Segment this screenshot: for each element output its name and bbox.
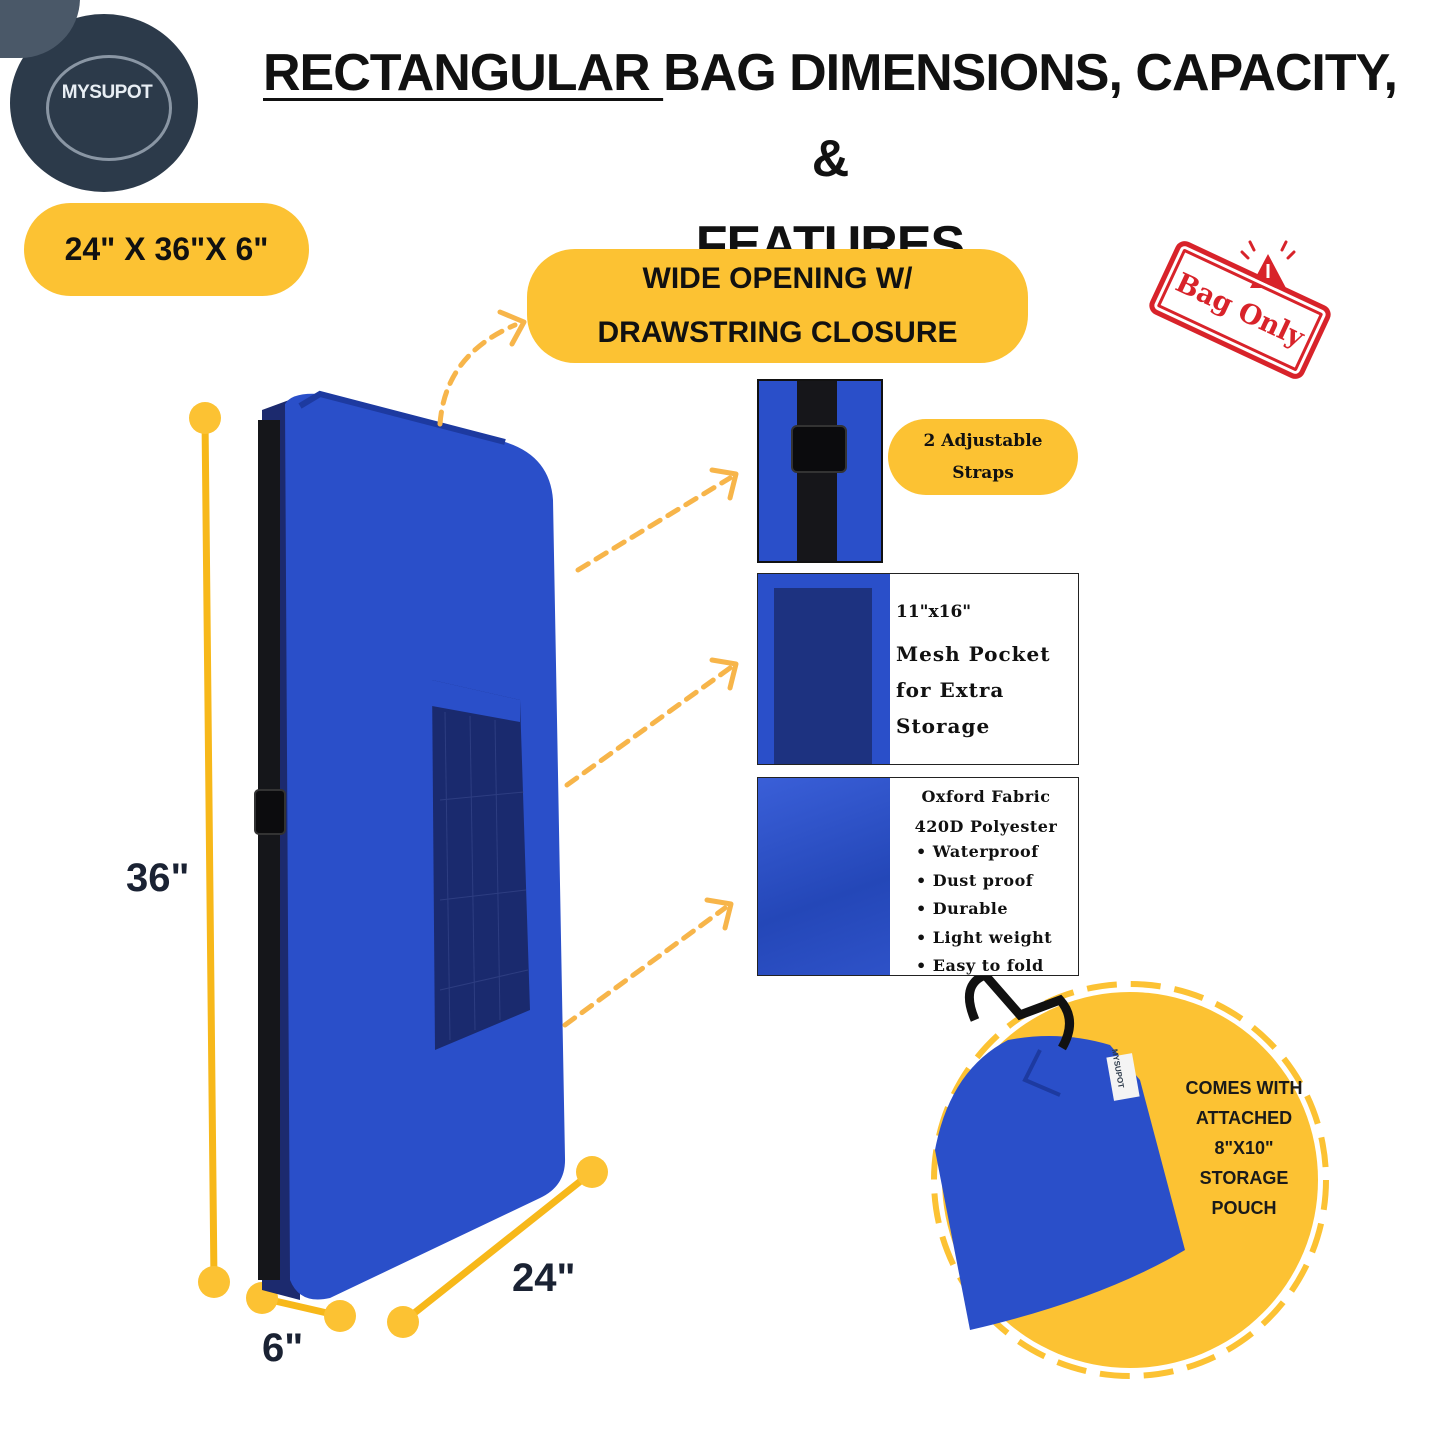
pouch-description: COMES WITH ATTACHED 8"X10" STORAGE POUCH — [1180, 1073, 1308, 1223]
arrow-straps — [575, 475, 733, 573]
width-dot-right — [576, 1156, 608, 1188]
arrow-opening — [437, 322, 518, 427]
page-title: RECTANGULAR BAG DIMENSIONS, CAPACITY, & … — [250, 30, 1410, 288]
pocket-panel: 11"x16" Mesh Pocket for Extra Storage — [757, 573, 1079, 765]
pouch-splash-edge — [931, 981, 1329, 1379]
pocket-size: 11"x16" — [896, 602, 972, 622]
logo-ring — [46, 55, 172, 161]
warning-icon — [1240, 240, 1296, 288]
pouch-drawstring — [1022, 1049, 1061, 1097]
fabric-photo — [758, 778, 890, 975]
pocket-mesh — [774, 588, 872, 764]
mesh-pocket — [432, 680, 530, 1050]
logo-text: MYSUPOT — [61, 82, 153, 103]
fabric-line2: 420D Polyester — [914, 817, 1058, 836]
fabric-line1: Oxford Fabric — [921, 787, 1051, 806]
pocket-line3: Storage — [896, 714, 991, 738]
strap-buckle-photo — [791, 425, 847, 473]
straps-line2: Straps — [952, 463, 1014, 483]
height-line — [201, 414, 218, 1286]
opening-line1: WIDE OPENING W/ — [642, 262, 913, 295]
pocket-hem — [432, 680, 520, 722]
pocket-description: Mesh Pocket for Extra Storage — [896, 636, 1050, 744]
pouch-line: ATTACHED — [1195, 1108, 1293, 1128]
arrow-pocket — [564, 665, 733, 788]
fabric-panel: Oxford Fabric 420D Polyester • Waterproo… — [757, 777, 1079, 976]
fabric-bullet: • Durable — [916, 899, 1009, 918]
opening-callout: WIDE OPENING W/ DRAWSTRING CLOSURE — [527, 249, 1028, 363]
straps-line1: 2 Adjustable — [923, 431, 1043, 451]
pouch-handle — [964, 969, 1074, 1051]
depth-label: 6" — [262, 1326, 304, 1370]
fabric-bullet: • Waterproof — [916, 842, 1039, 861]
width-label: 24" — [512, 1256, 576, 1300]
arrow-heads — [497, 309, 739, 931]
storage-pouch — [935, 1036, 1185, 1330]
straps-photo — [757, 379, 883, 563]
width-dot-left — [387, 1306, 419, 1338]
straps-callout: 2 Adjustable Straps — [888, 419, 1078, 495]
arrow-fabric — [562, 905, 728, 1028]
fabric-bullet: • Easy to fold — [916, 956, 1044, 975]
depth-dot-right — [324, 1300, 356, 1332]
bag-front — [285, 393, 566, 1300]
height-label: 36" — [126, 856, 190, 900]
brand-logo: MYSUPOT — [0, 0, 198, 192]
bag-strap — [258, 420, 280, 1280]
strap-buckle — [254, 789, 286, 835]
dimensions-badge: 24" X 36"X 6" — [24, 203, 309, 296]
height-dot-top — [189, 402, 221, 434]
pocket-line2: for Extra — [896, 678, 1005, 702]
title-underlined: RECTANGULAR — [263, 44, 664, 102]
mesh-pattern — [439, 711, 529, 1041]
pouch-tag — [1106, 1053, 1140, 1101]
fabric-bullet: • Light weight — [916, 927, 1053, 947]
fabric-heading: Oxford Fabric 420D Polyester — [894, 782, 1078, 842]
title-rest: BAG DIMENSIONS, CAPACITY, & — [663, 44, 1398, 188]
height-dot-bottom — [198, 1266, 230, 1298]
pocket-photo — [758, 574, 890, 764]
pouch-line: STORAGE — [1199, 1168, 1289, 1188]
pocket-line1: Mesh Pocket — [896, 642, 1051, 666]
pouch-line: 8"X10" — [1214, 1138, 1274, 1158]
fabric-bullet: • Dust proof — [916, 870, 1034, 890]
measure-dots — [189, 402, 608, 1338]
opening-line2: DRAWSTRING CLOSURE — [597, 316, 958, 349]
fabric-bullets: • Waterproof • Dust proof • Durable • Li… — [916, 838, 1052, 981]
pouch-line: COMES WITH — [1185, 1078, 1303, 1098]
pouch-line: POUCH — [1211, 1198, 1277, 1218]
width-line — [399, 1168, 596, 1326]
dashed-arrows — [437, 322, 733, 1028]
bag-top-edge — [298, 390, 506, 445]
